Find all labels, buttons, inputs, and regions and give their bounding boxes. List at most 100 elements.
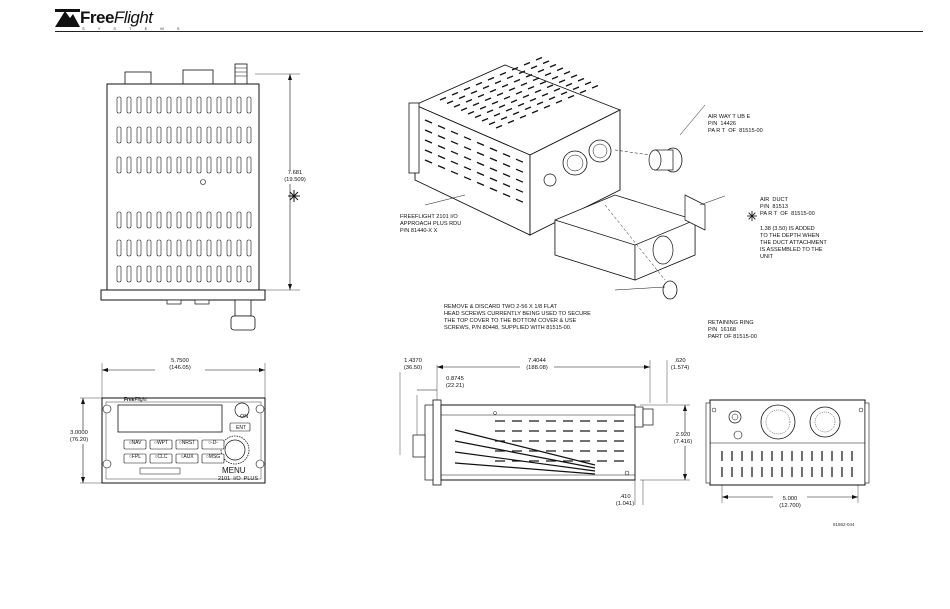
vent-slot — [476, 161, 485, 166]
vent-slot — [505, 107, 513, 112]
vent-slot — [116, 126, 122, 144]
front-button-6[interactable]: ○CLC — [154, 454, 168, 460]
vent-slot — [503, 95, 511, 100]
vent-slot — [176, 96, 182, 114]
vent-slot — [126, 239, 132, 257]
vent-slot — [236, 96, 242, 114]
vent-slot — [166, 211, 172, 229]
vent-slot — [489, 187, 498, 192]
vent-slot — [186, 211, 192, 229]
vent-slot — [541, 92, 549, 97]
vent-slot — [542, 60, 550, 65]
vent-slot — [156, 265, 162, 283]
vent-slot — [495, 124, 503, 129]
vent-slot — [479, 105, 487, 110]
vent-slot — [424, 159, 433, 164]
vent-slot — [555, 99, 563, 104]
vent-slot — [166, 239, 172, 257]
front-button-4[interactable]: ○-D- — [208, 440, 218, 446]
vent-slot — [236, 265, 242, 283]
vent-slot — [439, 96, 447, 101]
vent-slot — [196, 265, 202, 283]
vent-slot — [502, 153, 511, 158]
rear-view-drawing — [705, 399, 870, 503]
vent-slot — [489, 88, 497, 93]
vent-slot — [437, 145, 446, 150]
vent-slot — [216, 239, 222, 257]
vent-slot — [166, 265, 172, 283]
vent-slot — [226, 96, 232, 114]
vent-slot — [510, 99, 518, 104]
vent-slot — [216, 265, 222, 283]
front-button-8[interactable]: ○MSG — [205, 454, 221, 460]
vent-slot — [458, 95, 466, 100]
vent-slot — [499, 71, 507, 76]
vent-slot — [450, 140, 459, 145]
header-rule — [55, 31, 923, 32]
vent-slot — [502, 183, 511, 188]
vent-slot — [548, 96, 556, 101]
side-dim-2: 0.8745(22.21) — [445, 376, 465, 389]
vent-slot — [451, 91, 459, 96]
front-button-3[interactable]: ○NRST — [178, 440, 196, 446]
vent-slot — [236, 211, 242, 229]
vent-slot — [226, 156, 232, 174]
vent-slot — [206, 211, 212, 229]
vent-slot — [196, 96, 202, 114]
vent-slot — [226, 265, 232, 283]
vent-slot — [206, 126, 212, 144]
vent-slot — [515, 188, 524, 193]
vent-slot — [563, 70, 571, 75]
vent-slot — [489, 147, 498, 152]
front-button-2[interactable]: ○WPT — [153, 440, 169, 446]
vent-slot — [156, 126, 162, 144]
vent-slot — [236, 156, 242, 174]
vent-slot — [463, 166, 472, 171]
vent-slot — [216, 211, 222, 229]
vent-slot — [226, 239, 232, 257]
vent-slot — [494, 80, 502, 85]
side-dim-1: 1.4370(36.50) — [398, 358, 428, 372]
vent-slot — [424, 129, 433, 134]
vent-slot — [532, 77, 540, 82]
front-button-7[interactable]: ○AUX — [180, 454, 194, 460]
vent-slot — [520, 82, 528, 87]
front-button-5[interactable]: ○FPL — [128, 454, 142, 460]
vent-slot — [498, 104, 506, 109]
vent-slot — [116, 96, 122, 114]
vent-slot — [206, 96, 212, 114]
freeflight-logo-icon — [55, 9, 80, 27]
side-dim-6: .410(1.041) — [615, 494, 635, 507]
vent-slot — [437, 165, 446, 170]
model-label: 2101 I/O PLUS — [218, 476, 259, 482]
front-width-dim: 5.7500(146.05) — [155, 358, 205, 372]
front-button-1[interactable]: ○NAV — [128, 440, 142, 446]
brand-name: FreeFlight — [80, 8, 153, 27]
vent-slot — [463, 136, 472, 141]
side-rib — [454, 440, 596, 469]
vent-slot — [136, 156, 142, 174]
vent-slot — [196, 156, 202, 174]
vent-slot — [216, 96, 222, 114]
vent-slot — [146, 239, 152, 257]
vent-slot — [482, 85, 490, 90]
figure-id: 81862-044 — [833, 522, 855, 527]
side-rib — [454, 451, 596, 472]
vent-slot — [126, 126, 132, 144]
vent-slot — [565, 82, 573, 87]
front-logo: FreeFlight — [124, 397, 147, 403]
vent-slot — [513, 78, 521, 83]
vent-slot — [553, 87, 561, 92]
vent-slot — [477, 93, 485, 98]
vent-slot — [476, 171, 485, 176]
vent-slot — [530, 65, 538, 70]
vent-slot — [176, 211, 182, 229]
vent-slot — [524, 106, 532, 111]
vent-slot — [136, 96, 142, 114]
vent-slot — [424, 119, 433, 124]
